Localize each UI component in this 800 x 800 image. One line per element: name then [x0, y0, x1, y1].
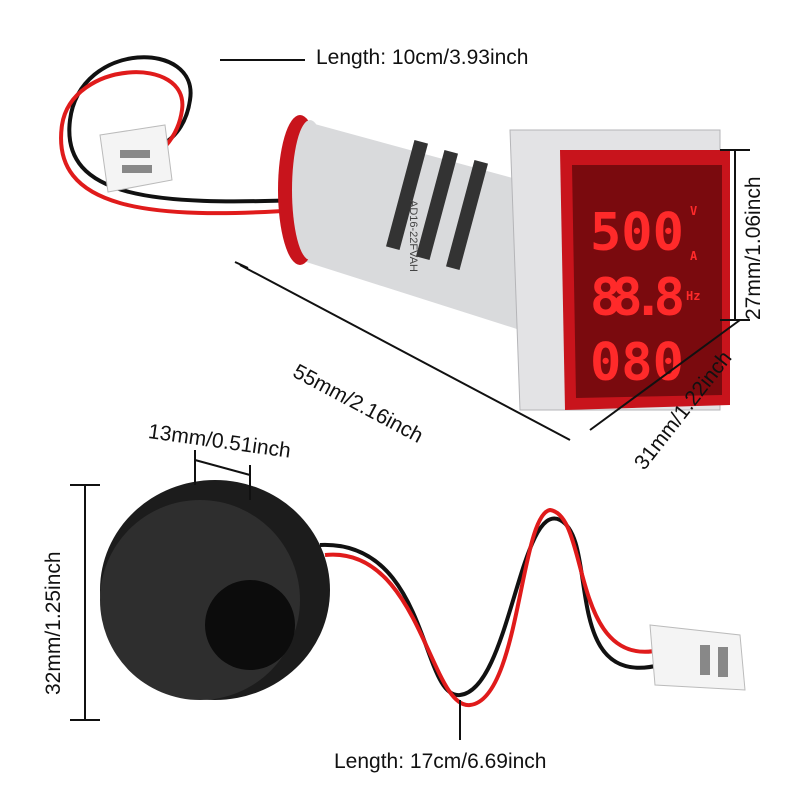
dimension-lines [70, 59, 750, 740]
meter-housing [278, 115, 730, 411]
display-row-voltage: 500 [590, 203, 684, 263]
bottom-connector [649, 624, 746, 691]
ring-diameter-label: 32mm/1.25inch [42, 551, 65, 695]
face-height-label: 27mm/1.06inch [742, 176, 765, 320]
body-marking: AD16-22FVAH [407, 200, 419, 272]
bottom-cable-length-label: Length: 17cm/6.69inch [334, 750, 547, 773]
top-cable-length-label: Length: 10cm/3.93inch [316, 46, 529, 69]
current-transformer-ring [100, 480, 330, 700]
display-row-current: 88.8 [590, 268, 685, 328]
top-connector [99, 124, 173, 193]
svg-text:V: V [690, 204, 697, 218]
svg-text:Hz: Hz [686, 289, 700, 303]
bottom-cable [319, 507, 661, 708]
display-row-frequency: 080 [590, 333, 684, 393]
svg-text:A: A [690, 249, 698, 263]
top-cable [59, 55, 301, 216]
display-readout: 500 V 88.8 A 080 Hz [590, 203, 700, 393]
